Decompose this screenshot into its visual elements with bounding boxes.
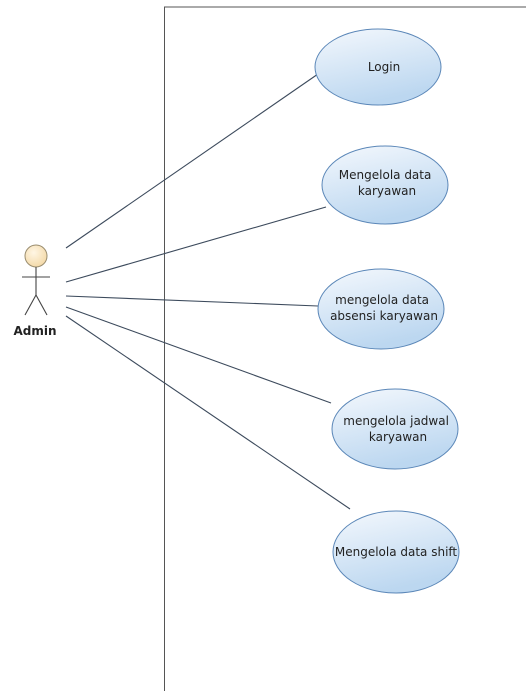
actor-admin[interactable]: Admin	[13, 244, 57, 338]
use-case-label-line-1: Mengelola data shift	[335, 545, 458, 559]
use-case-mengelola-data-shift[interactable]: Mengelola data shift	[332, 510, 460, 594]
use-case-label: Login	[368, 60, 400, 74]
use-case-ellipse	[332, 510, 460, 594]
association-mengelola-data-absensi	[65, 295, 319, 307]
use-case-label-line-1: mengelola jadwal	[343, 414, 449, 428]
use-case-label-line-1: Login	[368, 60, 400, 74]
use-case-label-line-2: karyawan	[369, 430, 427, 444]
association-login	[65, 73, 319, 249]
use-case-label: Mengelola data shift	[335, 545, 458, 559]
use-case-ellipse	[321, 145, 449, 225]
use-case-label: Mengelola data karyawan	[339, 168, 435, 198]
use-case-label-line-2: absensi karyawan	[330, 309, 438, 323]
association-mengelola-jadwal	[65, 306, 332, 404]
actor-figure	[22, 267, 50, 316]
use-case-mengelola-data-karyawan[interactable]: Mengelola data karyawan	[321, 145, 449, 225]
use-case-label-line-1: Mengelola data	[339, 168, 432, 182]
use-case-label-line-2: karyawan	[358, 184, 416, 198]
use-case-ellipse	[317, 268, 445, 350]
use-case-mengelola-jadwal-karyawan[interactable]: mengelola jadwal karyawan	[331, 388, 459, 470]
association-mengelola-data-shift	[65, 315, 351, 510]
actor-label: Admin	[13, 324, 56, 338]
actor-head	[24, 244, 48, 268]
use-case-label: mengelola data absensi karyawan	[330, 293, 438, 323]
use-case-label-line-1: mengelola data	[335, 293, 429, 307]
use-case-login[interactable]: Login	[314, 28, 442, 106]
use-case-ellipse	[331, 388, 459, 470]
use-case-ellipse	[314, 28, 442, 106]
system-boundary	[164, 6, 526, 691]
use-case-mengelola-data-absensi-karyawan[interactable]: mengelola data absensi karyawan	[317, 268, 445, 350]
use-case-label: mengelola jadwal karyawan	[343, 414, 453, 444]
associations	[65, 73, 351, 510]
association-mengelola-data-karyawan	[65, 206, 327, 283]
